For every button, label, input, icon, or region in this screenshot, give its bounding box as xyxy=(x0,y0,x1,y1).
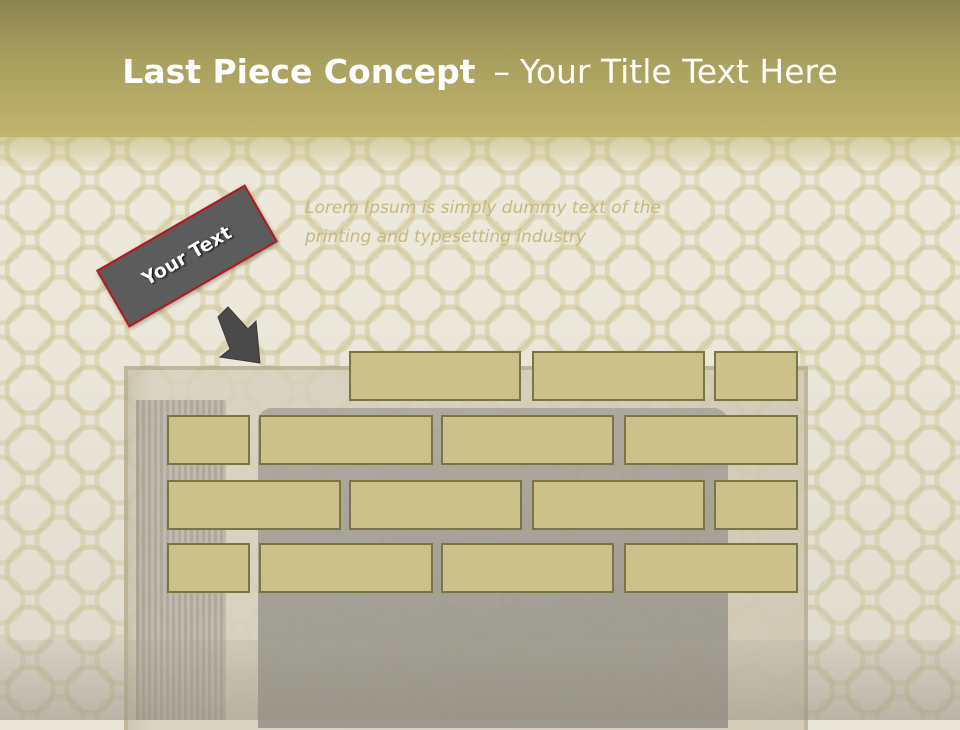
floor-shadow xyxy=(0,640,960,720)
brick-r3-3 xyxy=(532,480,705,530)
brick-r2-2 xyxy=(259,415,433,465)
title-bold-text: Last Piece Concept xyxy=(122,52,476,91)
brick-r1-1 xyxy=(349,351,521,401)
brick-r3-4 xyxy=(714,480,798,530)
brick-r1-3 xyxy=(714,351,798,401)
brick-r2-4 xyxy=(624,415,798,465)
title-rest-text: Your Title Text Here xyxy=(520,52,838,91)
body-text-line-2: printing and typesetting industry xyxy=(305,227,586,247)
brick-r2-3 xyxy=(441,415,614,465)
brick-r4-2 xyxy=(259,543,433,593)
title-separator: – xyxy=(493,52,511,91)
brick-r4-3 xyxy=(441,543,614,593)
brick-r2-1 xyxy=(167,415,250,465)
body-text-line-1: Lorem Ipsum is simply dummy text of the xyxy=(305,198,661,218)
title-bar xyxy=(0,0,960,137)
brick-r4-1 xyxy=(167,543,250,593)
title-bar-band xyxy=(0,137,960,167)
down-right-arrow-icon xyxy=(217,306,261,364)
brick-r4-4 xyxy=(624,543,798,593)
brick-r1-2 xyxy=(532,351,705,401)
brick-r3-1 xyxy=(167,480,341,530)
brick-r3-2 xyxy=(349,480,522,530)
slide-title: Last Piece Concept–Your Title Text Here xyxy=(0,52,960,91)
body-text: Lorem Ipsum is simply dummy text of the … xyxy=(305,194,725,252)
